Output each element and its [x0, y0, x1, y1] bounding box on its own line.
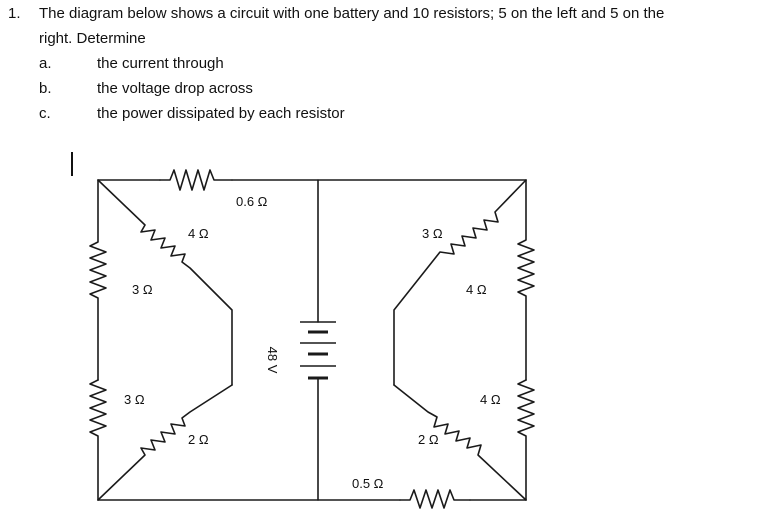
label-left-top: 0.6 Ω — [236, 194, 268, 209]
item-a-text: the current through — [97, 55, 224, 72]
resistor-left-outer-lower — [89, 379, 107, 501]
item-b-text: the voltage drop across — [97, 80, 253, 97]
resistor-bottom — [399, 489, 471, 509]
item-c-letter: c. — [39, 105, 51, 122]
label-left-lower-diagonal: 2 Ω — [188, 432, 209, 447]
problem-number: 1. — [8, 5, 21, 22]
resistor-left-outer-upper — [89, 179, 107, 381]
resistor-left-upper-diagonal — [97, 179, 233, 386]
item-b-letter: b. — [39, 80, 52, 97]
resistor-right-outer-lower — [517, 379, 535, 501]
label-right-upper-diagonal: 3 Ω — [422, 226, 443, 241]
label-left-upper-side: 3 Ω — [132, 282, 153, 297]
problem-stem-line-2: right. Determine — [39, 30, 146, 47]
resistor-right-outer-upper — [517, 179, 535, 381]
battery-label: 48 V — [265, 347, 280, 374]
label-left-lower-side: 3 Ω — [124, 392, 145, 407]
resistor-right-upper-diagonal — [393, 179, 527, 386]
label-bottom: 0.5 Ω — [352, 476, 384, 491]
label-left-upper-diagonal: 4 Ω — [188, 226, 209, 241]
item-c-text: the power dissipated by each resistor — [97, 105, 345, 122]
resistor-right-lower-diagonal — [393, 384, 527, 501]
label-right-upper-side: 4 Ω — [466, 282, 487, 297]
label-right-lower-diagonal: 2 Ω — [418, 432, 439, 447]
resistor-left-lower-diagonal — [97, 384, 233, 501]
label-right-lower-side: 4 Ω — [480, 392, 501, 407]
item-a-letter: a. — [39, 55, 52, 72]
text-cursor — [71, 152, 73, 176]
problem-stem-line-1: The diagram below shows a circuit with o… — [39, 5, 665, 22]
battery-48v — [300, 321, 336, 380]
problem-statement: 1. The diagram below shows a circuit wit… — [0, 0, 761, 140]
resistor-top — [159, 169, 233, 191]
